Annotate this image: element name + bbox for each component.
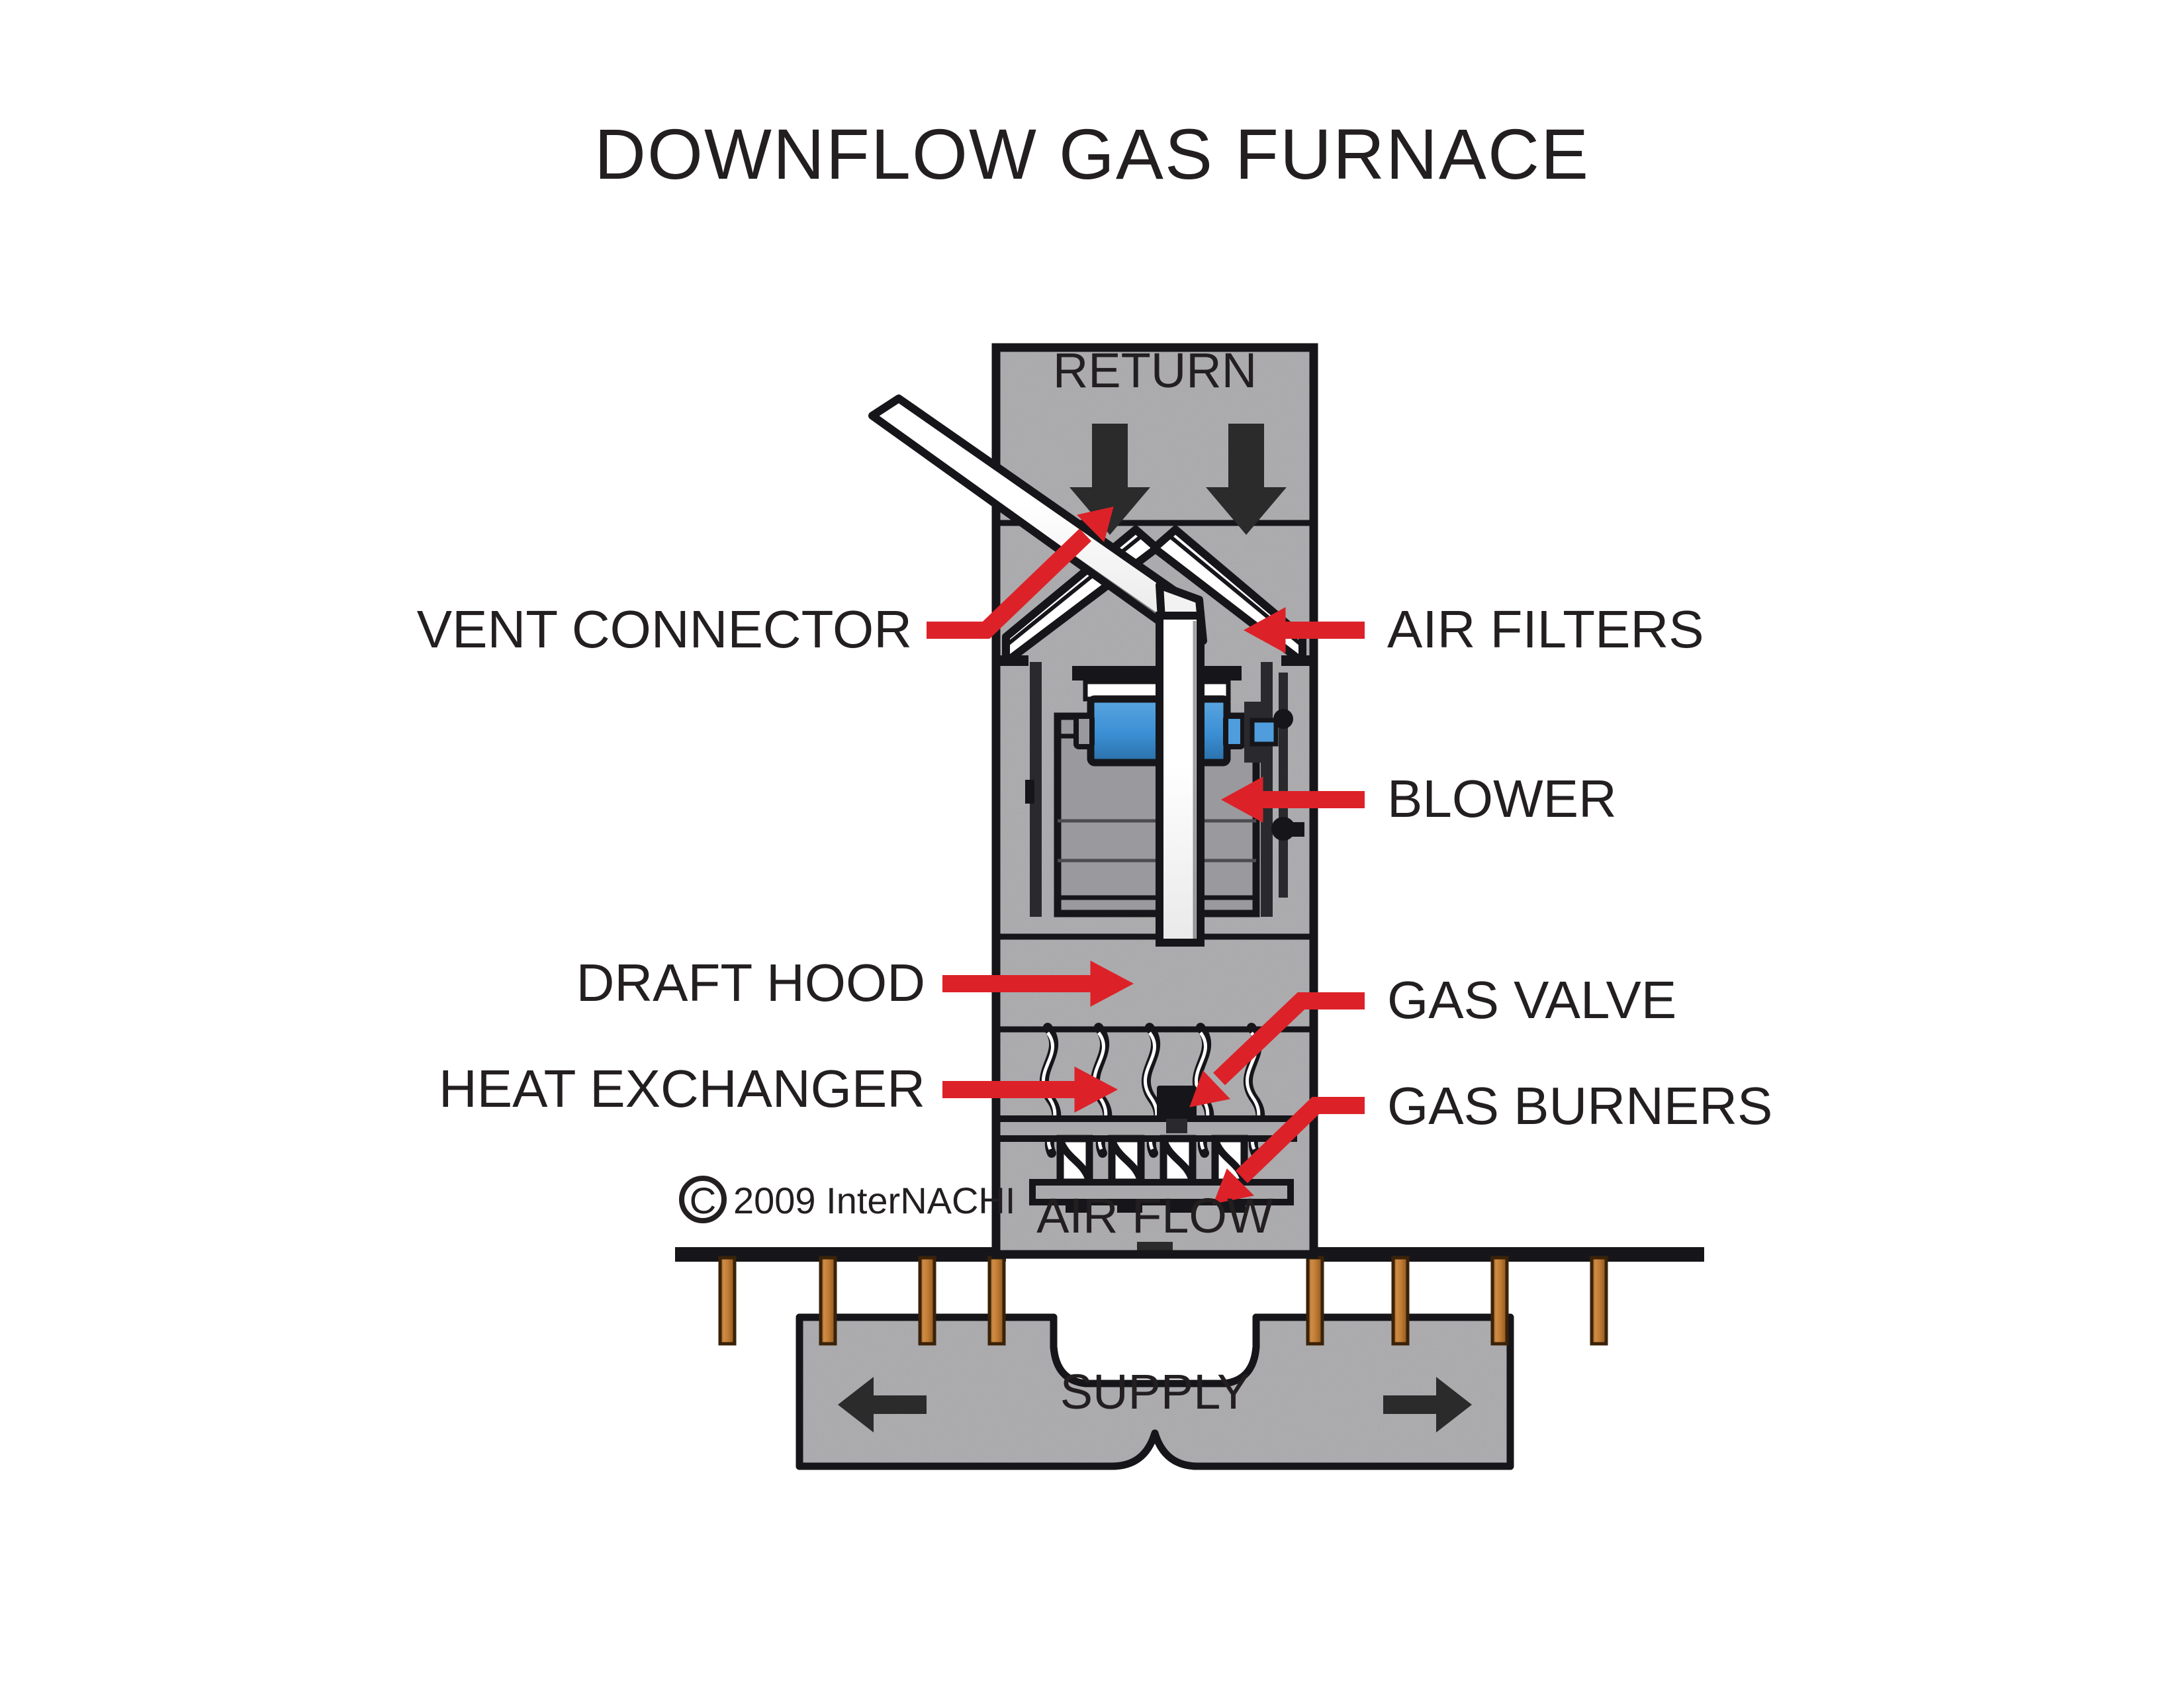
callout-arrow-gas-valve [1189,992,1365,1107]
supply-arrow-left [838,1377,927,1432]
label-air-flow: AIR FLOW [1036,1188,1273,1243]
copyright-text: 2009 InterNACHI [733,1180,1015,1221]
copyright-icon [679,1176,727,1223]
callout-arrow-draft-hood [942,961,1134,1007]
floor-joists [718,1256,1608,1346]
copyright-symbol-letter: C [690,1180,716,1221]
floor-joist [819,1256,837,1346]
gas-valve [1157,1086,1197,1133]
interior-labels: RETURN AIR FLOW SUPPLY [1036,343,1273,1419]
floor-assembly [675,1247,1704,1346]
return-arrow-right [1206,424,1287,535]
label-supply: SUPPLY [1060,1364,1250,1419]
callout-label-draft-hood: DRAFT HOOD [576,953,925,1012]
floor-joist [1391,1256,1410,1346]
callout-label-vent-connector: VENT CONNECTOR [417,600,912,659]
floor-joist [1306,1256,1324,1346]
callout-arrow-blower [1220,776,1365,823]
copyright-notice: C 2009 InterNACHI [679,1176,1015,1223]
callout-arrows [927,506,1365,1204]
callout-label-gas-valve: GAS VALVE [1387,970,1676,1029]
floor-joist [918,1256,936,1346]
page-title: DOWNFLOW GAS FURNACE [594,114,1590,194]
callout-arrow-vent-connector [927,506,1114,639]
callout-arrow-heat-exchanger [942,1066,1118,1113]
callout-arrow-air-filters [1243,607,1365,653]
supply-plenum [796,1313,1514,1470]
callout-label-heat-exchanger: HEAT EXCHANGER [439,1059,925,1118]
callout-label-gas-burners: GAS BURNERS [1387,1076,1772,1135]
callout-label-air-filters: AIR FILTERS [1387,600,1704,659]
callout-label-blower: BLOWER [1387,769,1617,828]
callout-labels: VENT CONNECTOR AIR FILTERS BLOWER DRAFT … [417,600,1773,1135]
supply-arrow-right [1383,1377,1472,1432]
floor-joist [987,1256,1006,1346]
floor-joist [718,1256,737,1346]
vent-connector-riser [1156,612,1205,947]
callout-arrow-gas-burners [1213,1097,1365,1204]
return-arrow-left [1069,424,1150,535]
floor-joist [1590,1256,1608,1346]
airflow-arrow-down [1137,1242,1173,1252]
vent-connector [868,395,1207,947]
label-return: RETURN [1053,343,1257,398]
floor-joist [1490,1256,1509,1346]
